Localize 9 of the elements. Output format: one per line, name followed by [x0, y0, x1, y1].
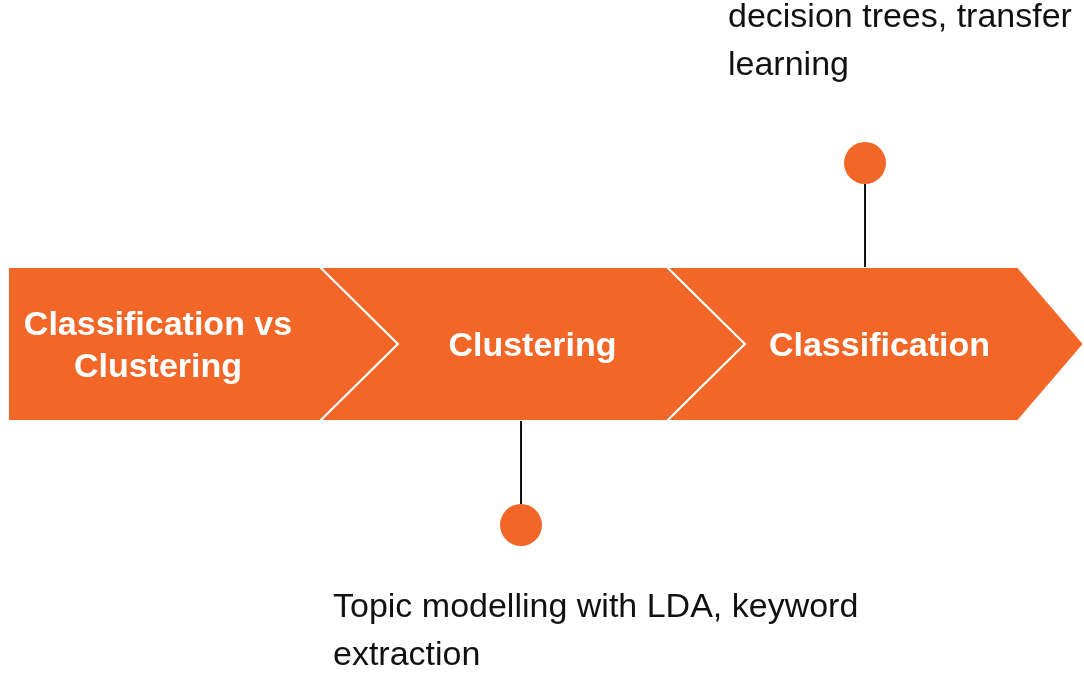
milestone-note: decision trees, transfer learning [728, 0, 1073, 84]
connector-line [864, 183, 866, 268]
milestone-dot [500, 504, 542, 546]
stage-label: Classification [768, 323, 991, 365]
milestone-dot [844, 142, 886, 184]
stage-label: Classification vs Clustering [22, 302, 294, 386]
stage-label: Clustering [448, 323, 617, 365]
milestone-note: Topic modelling with LDA, keyword extraction [333, 585, 860, 674]
connector-line [520, 420, 522, 505]
